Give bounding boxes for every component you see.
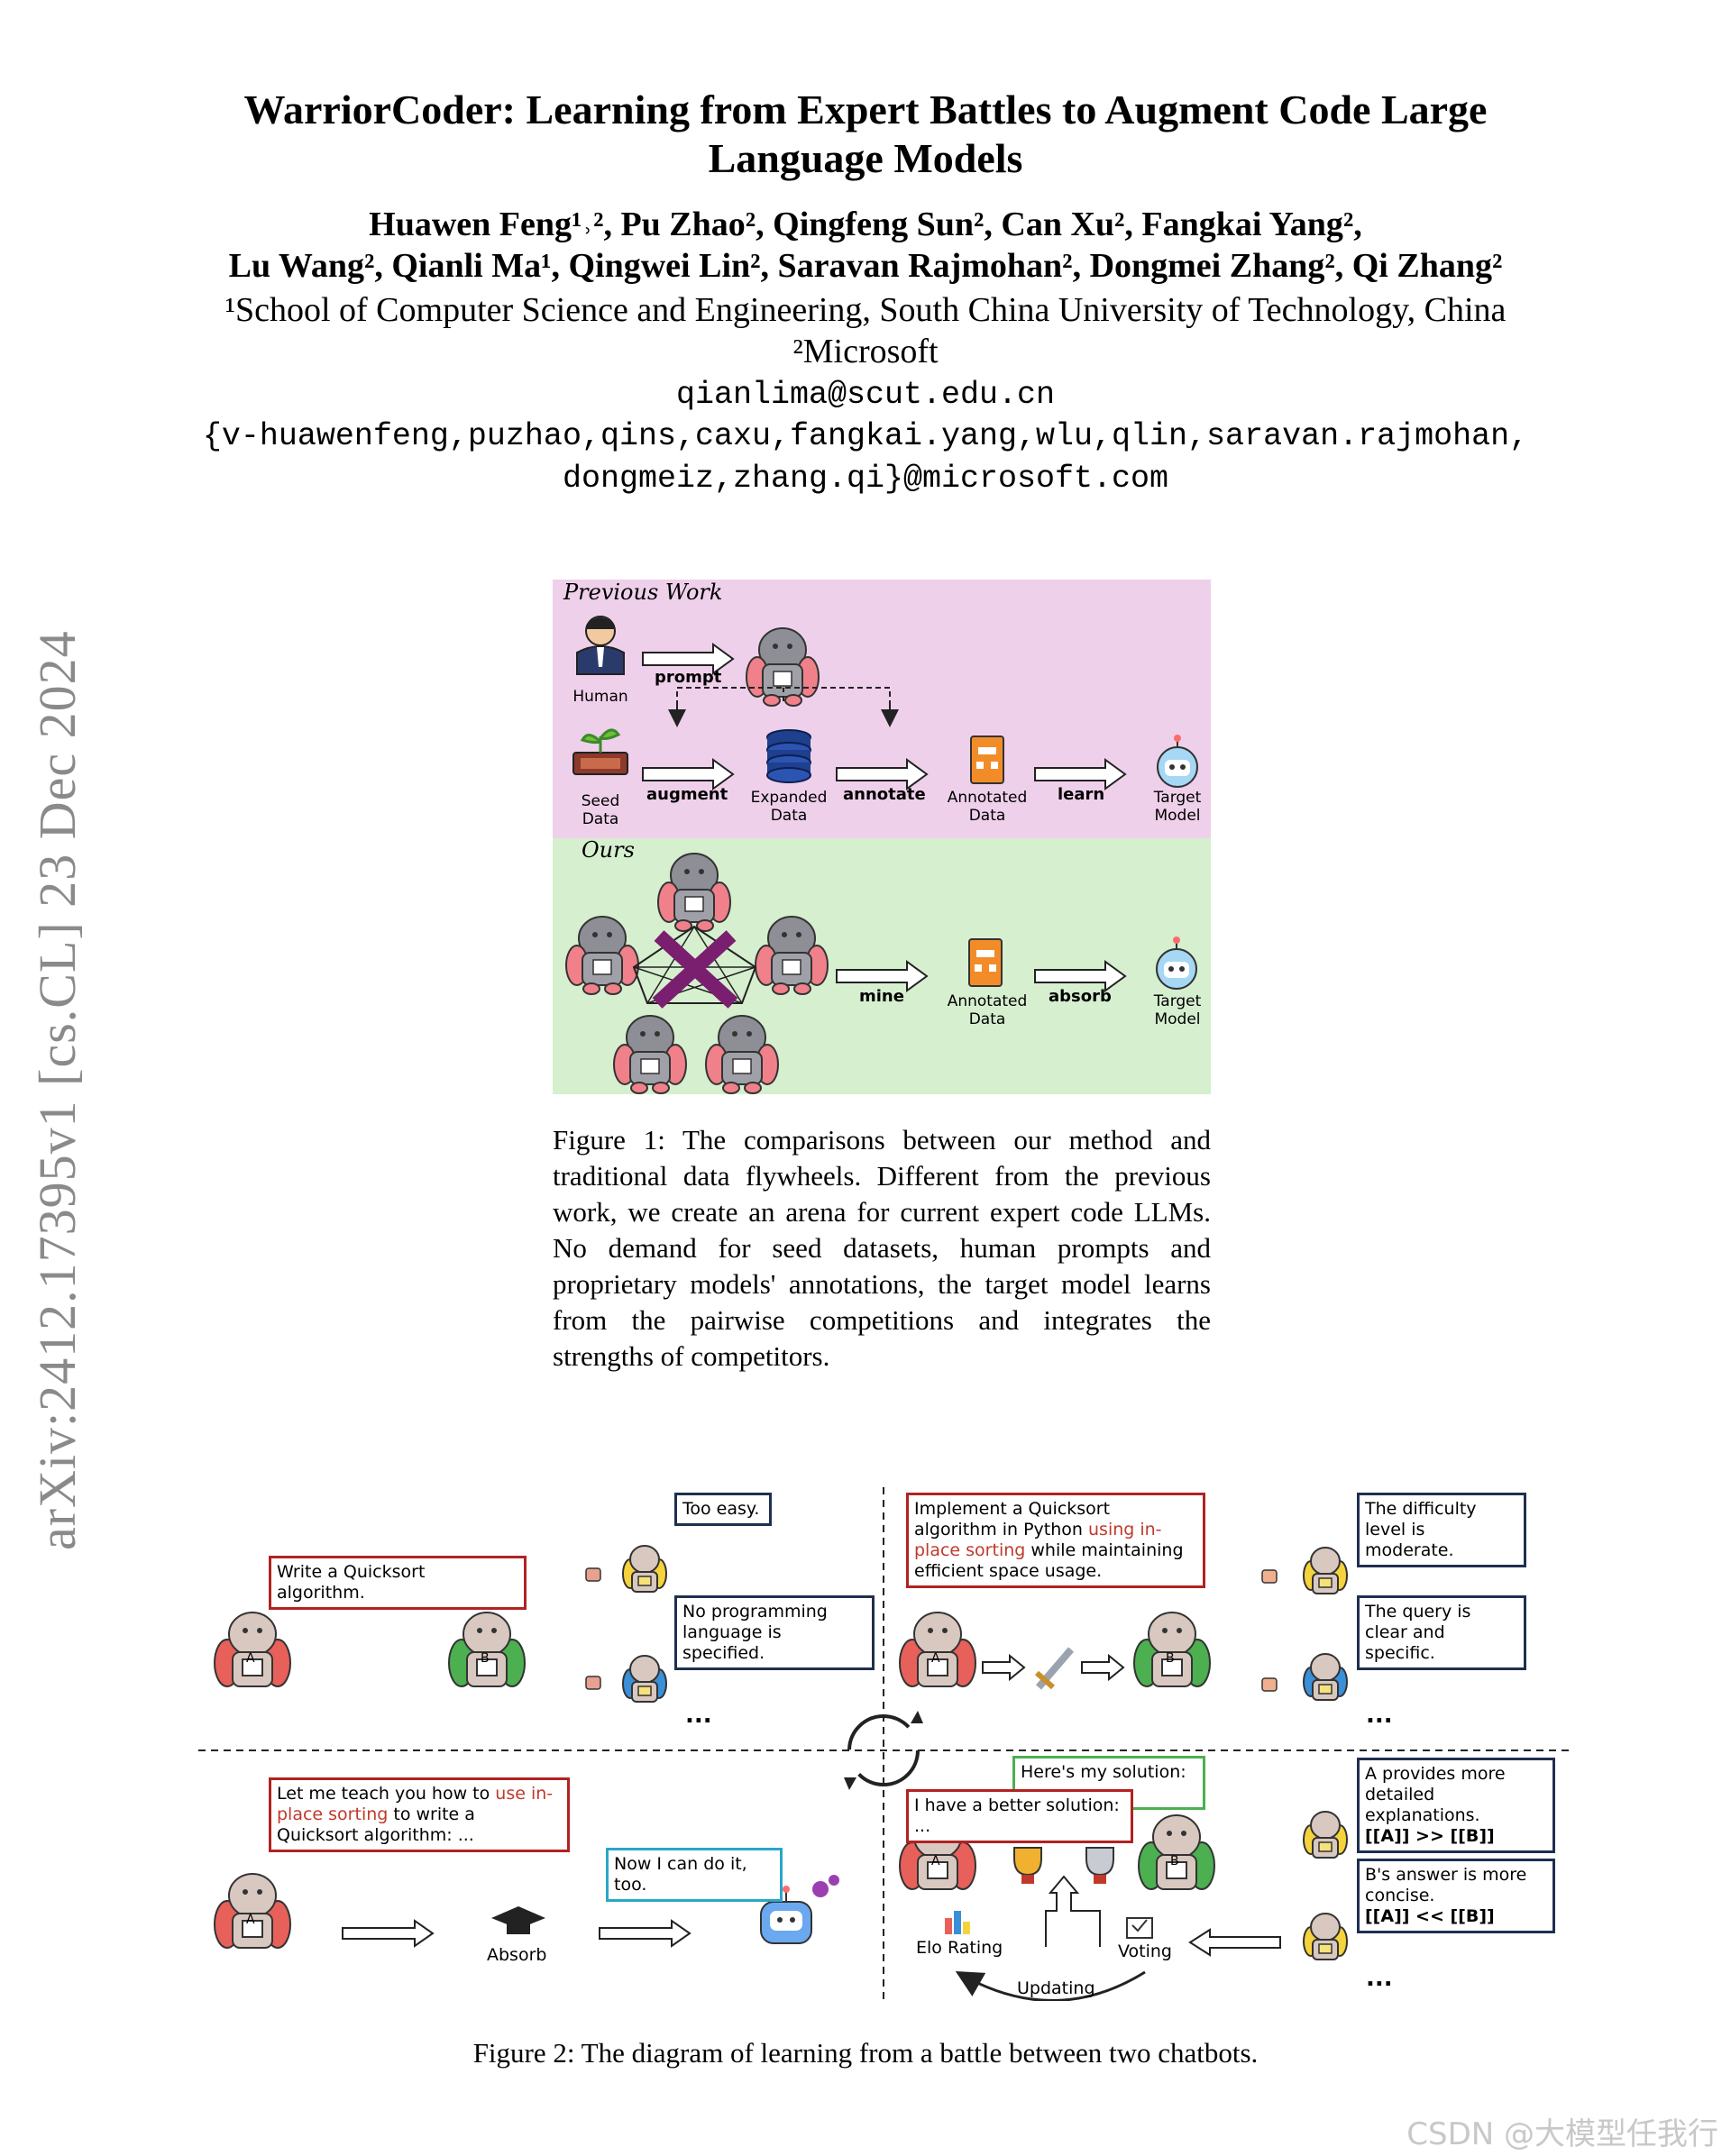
- label-b: B: [1166, 1651, 1175, 1666]
- more-ellipsis: ...: [1366, 1702, 1393, 1729]
- annotated-data-label-2: Annotated Data: [947, 992, 1028, 1028]
- bar-chart-icon: [945, 1911, 970, 1934]
- now-i-can-bubble: Now I can do it, too.: [606, 1848, 783, 1902]
- figure-1-graphics: [565, 616, 1198, 1094]
- email-2: {v-huawenfeng,puzhao,qins,caxu,fangkai.y…: [202, 418, 1529, 454]
- absorb-label: absorb: [1049, 987, 1112, 1006]
- learn-label: learn: [1058, 785, 1105, 804]
- title-line-2: Language Models: [708, 135, 1023, 181]
- paper-title: WarriorCoder: Learning from Expert Battl…: [180, 86, 1551, 183]
- expanded-data-icon: [766, 729, 811, 783]
- seed-data-label: Seed Data: [581, 792, 620, 828]
- affiliation-1: ¹School of Computer Science and Engineer…: [224, 291, 1507, 329]
- trophy-icon: [1085, 1847, 1114, 1884]
- figure-1-caption: Figure 1: The comparisons between our me…: [553, 1124, 1211, 1372]
- augment-label: augment: [646, 785, 728, 804]
- absorb-label: Absorb: [487, 1945, 547, 1965]
- llm-robot-icon: [746, 627, 820, 707]
- label-a: A: [246, 1913, 255, 1927]
- elo-rating-label: Elo Rating: [916, 1938, 1003, 1958]
- b-more-text: B's answer is more concise.: [1365, 1865, 1527, 1905]
- cycle-icon: [844, 1711, 923, 1790]
- graduation-cap-icon: [491, 1906, 545, 1934]
- arxiv-side-stamp: arXiv:2412.17395v1 [cs.CL] 23 Dec 2024: [28, 630, 87, 1550]
- figure-2-caption: Figure 2: The diagram of learning from a…: [472, 2037, 1259, 2069]
- previous-work-panel: [553, 580, 1211, 838]
- better-solution-bubble: I have a better solution: ...: [906, 1789, 1133, 1843]
- target-model-icon: [760, 1886, 812, 1944]
- authors-line-2: Lu Wang², Qianli Ma¹, Qingwei Lin², Sara…: [228, 247, 1503, 285]
- label-b: B: [1170, 1854, 1179, 1868]
- thumbs-down-icon: [585, 1567, 601, 1582]
- target-model-icon: [1157, 734, 1198, 788]
- evolved-query-post: while maintaining efficient space usage.: [914, 1540, 1184, 1581]
- updating-label: Updating: [1017, 1978, 1095, 1998]
- gear-icon: [812, 1875, 839, 1897]
- email-3: dongmeiz,zhang.qi}@microsoft.com: [562, 461, 1169, 497]
- evolved-query-highlight: using in-place sorting: [914, 1520, 1162, 1560]
- human-icon: [576, 616, 625, 675]
- trophy-icon: [1013, 1847, 1042, 1884]
- human-label: Human: [572, 688, 628, 706]
- clear-query-bubble: The query is clear and specific.: [1357, 1595, 1526, 1670]
- more-ellipsis: ...: [685, 1702, 712, 1729]
- figure-2-graphics: [198, 1487, 1569, 2001]
- a-more-code: [[A]] >> [[B]]: [1365, 1826, 1495, 1846]
- teach-pre: Let me teach you how to: [277, 1784, 496, 1804]
- too-easy-bubble: Too easy.: [674, 1493, 772, 1526]
- teach-post: to write a Quicksort algorithm: ...: [277, 1804, 475, 1845]
- email-1: qianlima@scut.edu.cn: [675, 377, 1056, 413]
- no-language-bubble: No programming language is specified.: [674, 1595, 875, 1670]
- annotated-data-label: Annotated Data: [947, 789, 1028, 825]
- more-ellipsis: ...: [1366, 1965, 1393, 1992]
- previous-work-label: Previous Work: [563, 580, 723, 605]
- sword-icon: [1035, 1647, 1075, 1690]
- annotated-data-icon: [970, 735, 1004, 784]
- watermark: CSDN @大模型任我行: [1406, 2116, 1718, 2152]
- label-a: A: [246, 1651, 255, 1666]
- evolved-query-bubble: Implement a Quicksort algorithm in Pytho…: [906, 1493, 1205, 1588]
- evolved-query-pre: Implement a Quicksort algorithm in Pytho…: [914, 1499, 1111, 1539]
- battle-arena-icon: [632, 925, 757, 1009]
- title-line-1: WarriorCoder: Learning from Expert Battl…: [243, 87, 1488, 132]
- figure-1: Previous Work Ours Human prompt Seed Dat…: [553, 580, 1211, 1094]
- label-b: B: [481, 1651, 490, 1666]
- teach-highlight: use in-place sorting: [277, 1784, 554, 1824]
- ours-label: Ours: [582, 837, 635, 863]
- expanded-data-label: Expanded Data: [750, 789, 828, 825]
- authors-line-1: Huawen Feng¹˒², Pu Zhao², Qingfeng Sun²,…: [369, 206, 1362, 243]
- label-a: A: [931, 1651, 940, 1666]
- thumbs-up-icon: [1261, 1677, 1278, 1692]
- target-model-label-2: Target Model: [1153, 992, 1202, 1028]
- a-more-bubble: A provides more detailed explanations. […: [1357, 1758, 1555, 1853]
- a-more-text: A provides more detailed explanations.: [1365, 1764, 1506, 1825]
- mine-label: mine: [859, 987, 904, 1006]
- query-bubble: Write a Quicksort algorithm.: [269, 1556, 527, 1610]
- b-more-bubble: B's answer is more concise. [[A]] << [[B…: [1357, 1859, 1555, 1933]
- affiliation-2: ²Microsoft: [792, 333, 939, 370]
- thumbs-down-icon: [585, 1676, 601, 1690]
- label-a: A: [931, 1854, 940, 1868]
- difficulty-bubble: The difficulty level is moderate.: [1357, 1493, 1526, 1567]
- target-model-label: Target Model: [1153, 789, 1202, 825]
- figure-2: A B A B A A B Write a Quicksort algorith…: [198, 1487, 1569, 2001]
- b-more-code: [[A]] << [[B]]: [1365, 1906, 1495, 1926]
- ballot-box-icon: [1126, 1917, 1153, 1939]
- voting-label: Voting: [1118, 1941, 1172, 1961]
- seed-data-icon: [572, 728, 628, 775]
- my-solution-bubble: Here's my solution: ...: [1012, 1756, 1205, 1810]
- annotate-label: annotate: [843, 785, 926, 804]
- thumbs-up-icon: [1261, 1569, 1278, 1584]
- teach-bubble: Let me teach you how to use in-place sor…: [269, 1777, 570, 1852]
- prompt-label: prompt: [655, 668, 722, 687]
